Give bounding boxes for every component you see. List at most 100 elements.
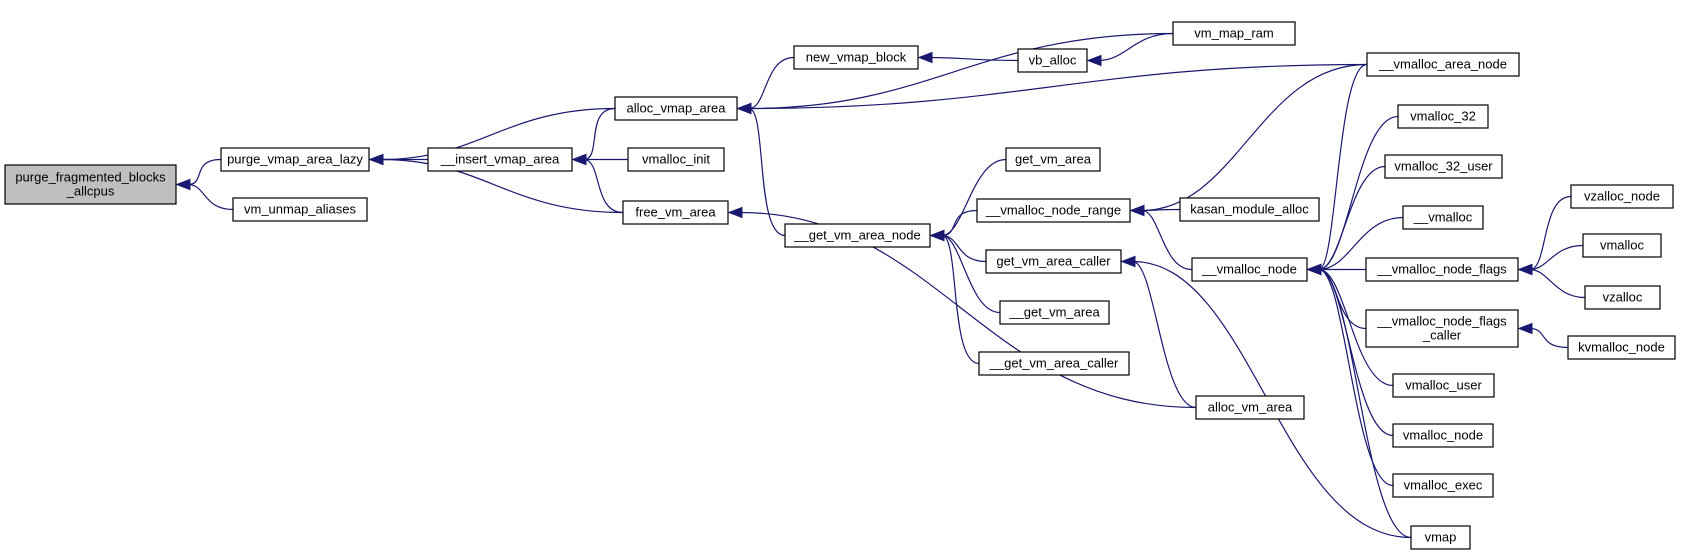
node-label: vmalloc_init bbox=[642, 152, 710, 167]
node-vmalloc[interactable]: vmalloc bbox=[1582, 233, 1662, 258]
node-get-vm-area-node[interactable]: __get_vm_area_node bbox=[784, 223, 931, 248]
node-label: free_vm_area bbox=[635, 205, 716, 220]
node-box bbox=[1397, 104, 1489, 129]
node-vzalloc-node[interactable]: vzalloc_node bbox=[1570, 184, 1674, 209]
node-box bbox=[1582, 233, 1662, 258]
node-get-vm-area[interactable]: get_vm_area bbox=[1005, 147, 1101, 172]
node-box bbox=[622, 200, 729, 225]
node-purge-vmap-area-lazy[interactable]: purge_vmap_area_lazy bbox=[220, 147, 370, 172]
node-vmalloc-32-user[interactable]: vmalloc_32_user bbox=[1384, 154, 1503, 179]
node-kasan-module-alloc[interactable]: kasan_module_alloc bbox=[1179, 197, 1320, 222]
node-box bbox=[1195, 395, 1305, 420]
node-box bbox=[1570, 184, 1674, 209]
node-label: vm_map_ram bbox=[1194, 26, 1273, 41]
node-alloc-vm-area[interactable]: alloc_vm_area bbox=[1195, 395, 1305, 420]
node-vmalloc-node[interactable]: vmalloc_node bbox=[1392, 423, 1494, 448]
node-vm-map-ram[interactable]: vm_map_ram bbox=[1172, 21, 1296, 46]
node-box bbox=[1392, 423, 1494, 448]
edge-vmalloc_exec-to-uu_vmalloc_node bbox=[1306, 263, 1394, 487]
node-label: get_vm_area_caller bbox=[996, 254, 1111, 269]
node-label: alloc_vmap_area bbox=[626, 101, 726, 116]
node-free-vm-area[interactable]: free_vm_area bbox=[622, 200, 729, 225]
node-vmalloc-init[interactable]: vmalloc_init bbox=[627, 147, 725, 172]
node-uu-vmalloc-node[interactable]: __vmalloc_node bbox=[1191, 257, 1308, 282]
node-label: vm_unmap_aliases bbox=[244, 202, 357, 217]
node-box bbox=[627, 147, 725, 172]
node-vzalloc[interactable]: vzalloc bbox=[1584, 285, 1661, 310]
node-label: __insert_vmap_area bbox=[440, 152, 560, 167]
node-get-vm-area-caller[interactable]: get_vm_area_caller bbox=[985, 249, 1122, 274]
node-label: new_vmap_block bbox=[806, 50, 907, 65]
node-vm-unmap-aliases[interactable]: vm_unmap_aliases bbox=[232, 197, 368, 222]
node-root[interactable]: purge_fragmented_blocks_allcpus bbox=[4, 164, 177, 205]
node-box bbox=[1191, 257, 1308, 282]
node-label: __vmalloc_node_flags bbox=[1376, 262, 1507, 277]
node-label: vmalloc bbox=[1600, 238, 1645, 253]
edge-alloc_vmap_area-to-insert_vmap_area bbox=[571, 107, 616, 166]
node-box bbox=[793, 45, 919, 70]
edge-vm_map_ram-to-vb_alloc bbox=[1086, 32, 1174, 67]
node-label: __vmalloc bbox=[1413, 210, 1473, 225]
node-box bbox=[1172, 21, 1296, 46]
edge-vzalloc-to-vmalloc_node_flags bbox=[1517, 263, 1586, 299]
node-box bbox=[1179, 197, 1320, 222]
node-vb-alloc[interactable]: vb_alloc bbox=[1017, 48, 1088, 73]
node-label: purge_fragmented_blocks bbox=[15, 170, 166, 185]
node-vmalloc-node-range[interactable]: __vmalloc_node_range bbox=[976, 198, 1131, 223]
node-alloc-vmap-area[interactable]: alloc_vmap_area bbox=[614, 96, 738, 121]
edges-layer bbox=[175, 32, 1586, 539]
node-box bbox=[1584, 285, 1661, 310]
node-label: __vmalloc_area_node bbox=[1378, 57, 1507, 72]
node-vmalloc-user[interactable]: vmalloc_user bbox=[1392, 373, 1495, 398]
node-box bbox=[1567, 335, 1676, 360]
edge-free_vm_area-to-insert_vmap_area bbox=[571, 153, 624, 214]
node-box bbox=[1365, 257, 1519, 282]
node-vmalloc-area-node[interactable]: __vmalloc_area_node bbox=[1366, 52, 1520, 77]
node-label: vzalloc_node bbox=[1584, 189, 1660, 204]
edge-vm_unmap_aliases-to-root bbox=[175, 178, 234, 211]
edge-vb_alloc-to-new_vmap_block bbox=[917, 51, 1019, 64]
node-box bbox=[1384, 154, 1503, 179]
node-vmalloc-32[interactable]: vmalloc_32 bbox=[1397, 104, 1489, 129]
node-label: vmalloc_exec bbox=[1404, 478, 1483, 493]
node-box bbox=[985, 249, 1122, 274]
node-box bbox=[1392, 373, 1495, 398]
node-label: _caller bbox=[1422, 328, 1462, 343]
node-kvmalloc-node[interactable]: kvmalloc_node bbox=[1567, 335, 1676, 360]
node-box bbox=[232, 197, 368, 222]
node-insert-vmap-area[interactable]: __insert_vmap_area bbox=[427, 147, 573, 172]
edge-kvmalloc_node-to-vmalloc_node_flags_caller bbox=[1517, 322, 1569, 349]
node-box bbox=[976, 198, 1131, 223]
node-vmalloc-node-flags[interactable]: __vmalloc_node_flags bbox=[1365, 257, 1519, 282]
node-label: vmalloc_32_user bbox=[1394, 159, 1493, 174]
edge-get_vm_area_node-to-alloc_vmap_area bbox=[736, 102, 786, 237]
node-uu-get-vm-area[interactable]: __get_vm_area bbox=[999, 300, 1110, 325]
node-vmalloc-exec[interactable]: vmalloc_exec bbox=[1392, 473, 1494, 498]
node-label: __get_vm_area bbox=[1008, 305, 1100, 320]
node-box bbox=[4, 164, 177, 205]
node-box bbox=[1366, 52, 1520, 77]
node-box bbox=[1392, 473, 1494, 498]
node-box bbox=[1410, 525, 1471, 550]
node-box bbox=[999, 300, 1110, 325]
node-label: get_vm_area bbox=[1015, 152, 1092, 167]
nodes-layer: purge_fragmented_blocks_allcpus purge_vma… bbox=[4, 21, 1676, 550]
node-label: vmalloc_node bbox=[1403, 428, 1483, 443]
node-label: kasan_module_alloc bbox=[1190, 202, 1309, 217]
node-uu-vmalloc[interactable]: __vmalloc bbox=[1402, 205, 1484, 230]
edge-alloc_vm_area-to-free_vm_area bbox=[727, 206, 1197, 409]
node-label: _allcpus bbox=[66, 184, 115, 199]
node-label: __vmalloc_node_range bbox=[985, 203, 1121, 218]
edge-free_vm_area-to-purge_vmap_area_lazy bbox=[368, 153, 624, 214]
node-new-vmap-block[interactable]: new_vmap_block bbox=[793, 45, 919, 70]
node-label: __vmalloc_node_flags bbox=[1376, 314, 1507, 329]
node-box bbox=[427, 147, 573, 172]
node-uu-get-vm-area-caller[interactable]: __get_vm_area_caller bbox=[978, 351, 1130, 376]
node-label: vmap bbox=[1425, 530, 1457, 545]
node-vmalloc-node-flags-caller[interactable]: __vmalloc_node_flags_caller bbox=[1365, 309, 1519, 348]
edge-vmap-to-uu_vmalloc_node bbox=[1306, 263, 1412, 539]
node-label: __vmalloc_node bbox=[1201, 262, 1297, 277]
node-vmap[interactable]: vmap bbox=[1410, 525, 1471, 550]
node-label: vmalloc_user bbox=[1405, 378, 1482, 393]
